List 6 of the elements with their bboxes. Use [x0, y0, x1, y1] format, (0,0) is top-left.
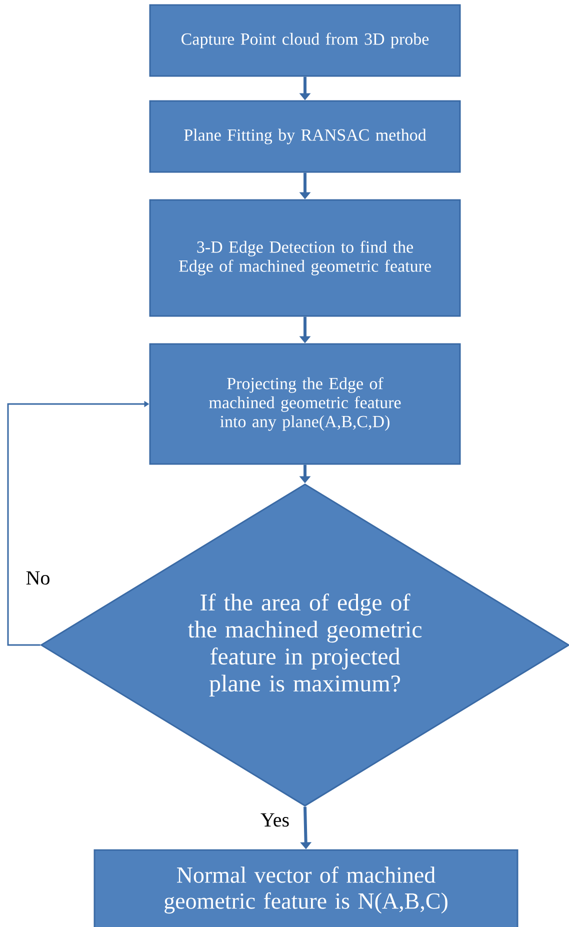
- process-box: 3-D Edge Detection to find the Edge of machined geometric feature: [149, 199, 461, 317]
- edge-label: Yes: [260, 813, 289, 827]
- process-box: Projecting the Edge of machined geometric feature into any plane(A,B,C,D): [149, 343, 461, 465]
- process-box: Normal vector of machined geometric feature is N(A,B,C): [94, 849, 518, 927]
- process-box: Capture Point cloud from 3D probe: [149, 4, 461, 77]
- process-box: Plane Fitting by RANSAC method: [149, 100, 461, 173]
